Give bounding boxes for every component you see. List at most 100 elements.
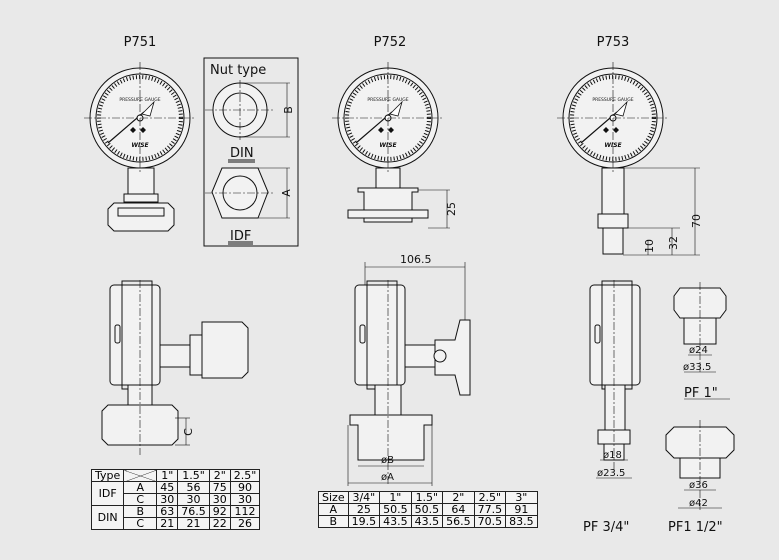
table-cell: A (318, 503, 349, 516)
table-cell: 30 (229, 493, 261, 506)
fitting-label-pf1: PF 1" (684, 386, 718, 401)
dim-pf112-d1: ø36 (689, 480, 708, 491)
gauge-brand: WISE (379, 142, 397, 149)
table-cell: 43.5 (379, 515, 412, 528)
dim-pf1-d2: ø33.5 (683, 362, 711, 373)
table-cell: 25 (347, 503, 381, 516)
table-cell: 22 (208, 517, 231, 530)
table-cell: B (123, 505, 158, 518)
table-cell: 75 (208, 481, 231, 494)
table-cell: IDF (90, 481, 125, 506)
table-cell: 50.5 (379, 503, 412, 516)
p753-side-view: ø18 ø23.5 PF 3/4" (583, 280, 641, 535)
dim-pf34-d2: ø23.5 (597, 468, 625, 479)
dim-p753-10: 10 (643, 239, 656, 253)
fitting-label-pf112: PF1 1/2" (668, 520, 723, 535)
dim-p752-height: 25 (445, 202, 458, 216)
nut-type-title: Nut type (210, 63, 266, 78)
table-cell: 70.5 (473, 515, 507, 528)
dim-pf1-d1: ø24 (689, 345, 708, 356)
table-cell: 1.5" (410, 491, 444, 504)
p751-dimension-table: Type 1" 1.5" 2" 2.5" IDF A 45 56 75 90 C… (90, 469, 261, 530)
din-label: DIN (230, 146, 254, 161)
table-row: A 25 50.5 50.5 64 77.5 91 (318, 503, 538, 516)
table-cell: C (123, 517, 158, 530)
model-title-p751: P751 (124, 35, 157, 50)
table-row: IDF A 45 56 75 90 (90, 481, 261, 506)
dim-p751-c: C (182, 428, 195, 436)
table-cell: C (123, 493, 158, 506)
gauge-brand: WISE (131, 142, 149, 149)
table-cell: 56 (177, 481, 210, 494)
dim-p752-width: 106.5 (400, 253, 432, 266)
table-cell: 30 (156, 493, 179, 506)
table-cell: 76.5 (177, 505, 210, 518)
p751-front-view: PRESSURE GAUGE WISE (82, 60, 198, 232)
table-cell: 91 (505, 503, 538, 516)
table-cell: Type (90, 469, 125, 482)
dim-b-label: B (282, 106, 295, 114)
table-header-row: Type 1" 1.5" 2" 2.5" (90, 469, 261, 482)
table-cell: 1" (156, 469, 179, 482)
gauge-label: PRESSURE GAUGE (119, 97, 160, 103)
fitting-label-pf34: PF 3/4" (583, 520, 629, 535)
table-cell (123, 469, 158, 482)
pf1-fitting: ø24 ø33.5 PF 1" (673, 282, 730, 401)
nut-type-box: Nut type B DIN A IDF (203, 57, 299, 247)
table-cell: 2.5" (229, 469, 261, 482)
dim-pf112-d2: ø42 (689, 498, 708, 509)
model-title-p752: P752 (374, 35, 407, 50)
p752-front-view: 25 PRESSURE GAUGE WISE (330, 60, 458, 229)
table-cell: 45 (156, 481, 179, 494)
table-row: B 19.5 43.5 43.5 56.5 70.5 83.5 (318, 515, 538, 528)
table-cell: 19.5 (347, 515, 381, 528)
table-cell: 43.5 (410, 515, 444, 528)
table-cell: 2" (442, 491, 475, 504)
table-cell: 63 (156, 505, 179, 518)
table-cell: DIN (90, 505, 125, 530)
gauge-icon (82, 60, 198, 176)
p753-front-view: 70 32 10 PRESSURE GAUGE WISE (555, 60, 703, 256)
table-header-row: Size 3/4" 1" 1.5" 2" 2.5" 3" (318, 491, 538, 504)
table-row: DIN B 63 76.5 92 112 (90, 505, 261, 530)
idf-label: IDF (230, 229, 251, 244)
gauge-label: PRESSURE GAUGE (367, 97, 408, 103)
gauge-label: PRESSURE GAUGE (592, 97, 633, 103)
table-cell: 26 (229, 517, 261, 530)
gauge-icon (330, 60, 446, 176)
table-cell: 2.5" (473, 491, 507, 504)
gauge-icon (555, 60, 671, 176)
table-cell: 1" (379, 491, 412, 504)
table-cell: 3/4" (347, 491, 381, 504)
table-cell: B (318, 515, 349, 528)
table-cell: Size (318, 491, 349, 504)
table-cell: 1.5" (177, 469, 210, 482)
table-cell: 64 (442, 503, 475, 516)
model-title-p753: P753 (597, 35, 630, 50)
table-cell: 83.5 (505, 515, 538, 528)
table-cell: 3" (505, 491, 538, 504)
table-cell: 112 (229, 505, 261, 518)
table-cell: 90 (229, 481, 261, 494)
p752-dimension-table: Size 3/4" 1" 1.5" 2" 2.5" 3" A 25 50.5 5… (318, 491, 538, 528)
dim-p752-phi-a: øA (381, 472, 394, 483)
table-cell: 21 (156, 517, 179, 530)
table-cell: 92 (208, 505, 231, 518)
dim-p753-70: 70 (690, 214, 703, 228)
gauge-brand: WISE (604, 142, 622, 149)
table-cell: A (123, 481, 158, 494)
table-cell: 30 (208, 493, 231, 506)
table-row: C 21 21 22 26 (92, 517, 261, 530)
pf112-fitting: ø36 ø42 PF1 1/2" (665, 420, 735, 535)
table-cell: 77.5 (473, 503, 507, 516)
table-cell: 56.5 (442, 515, 475, 528)
dim-p752-phi-b: øB (381, 455, 394, 466)
table-cell: 2" (208, 469, 231, 482)
table-cell: 21 (177, 517, 210, 530)
p751-side-view: C (101, 280, 249, 455)
dim-a-label: A (280, 189, 293, 197)
p752-side-view: 106.5 øB øA (347, 253, 471, 486)
dim-p753-32: 32 (667, 236, 680, 250)
